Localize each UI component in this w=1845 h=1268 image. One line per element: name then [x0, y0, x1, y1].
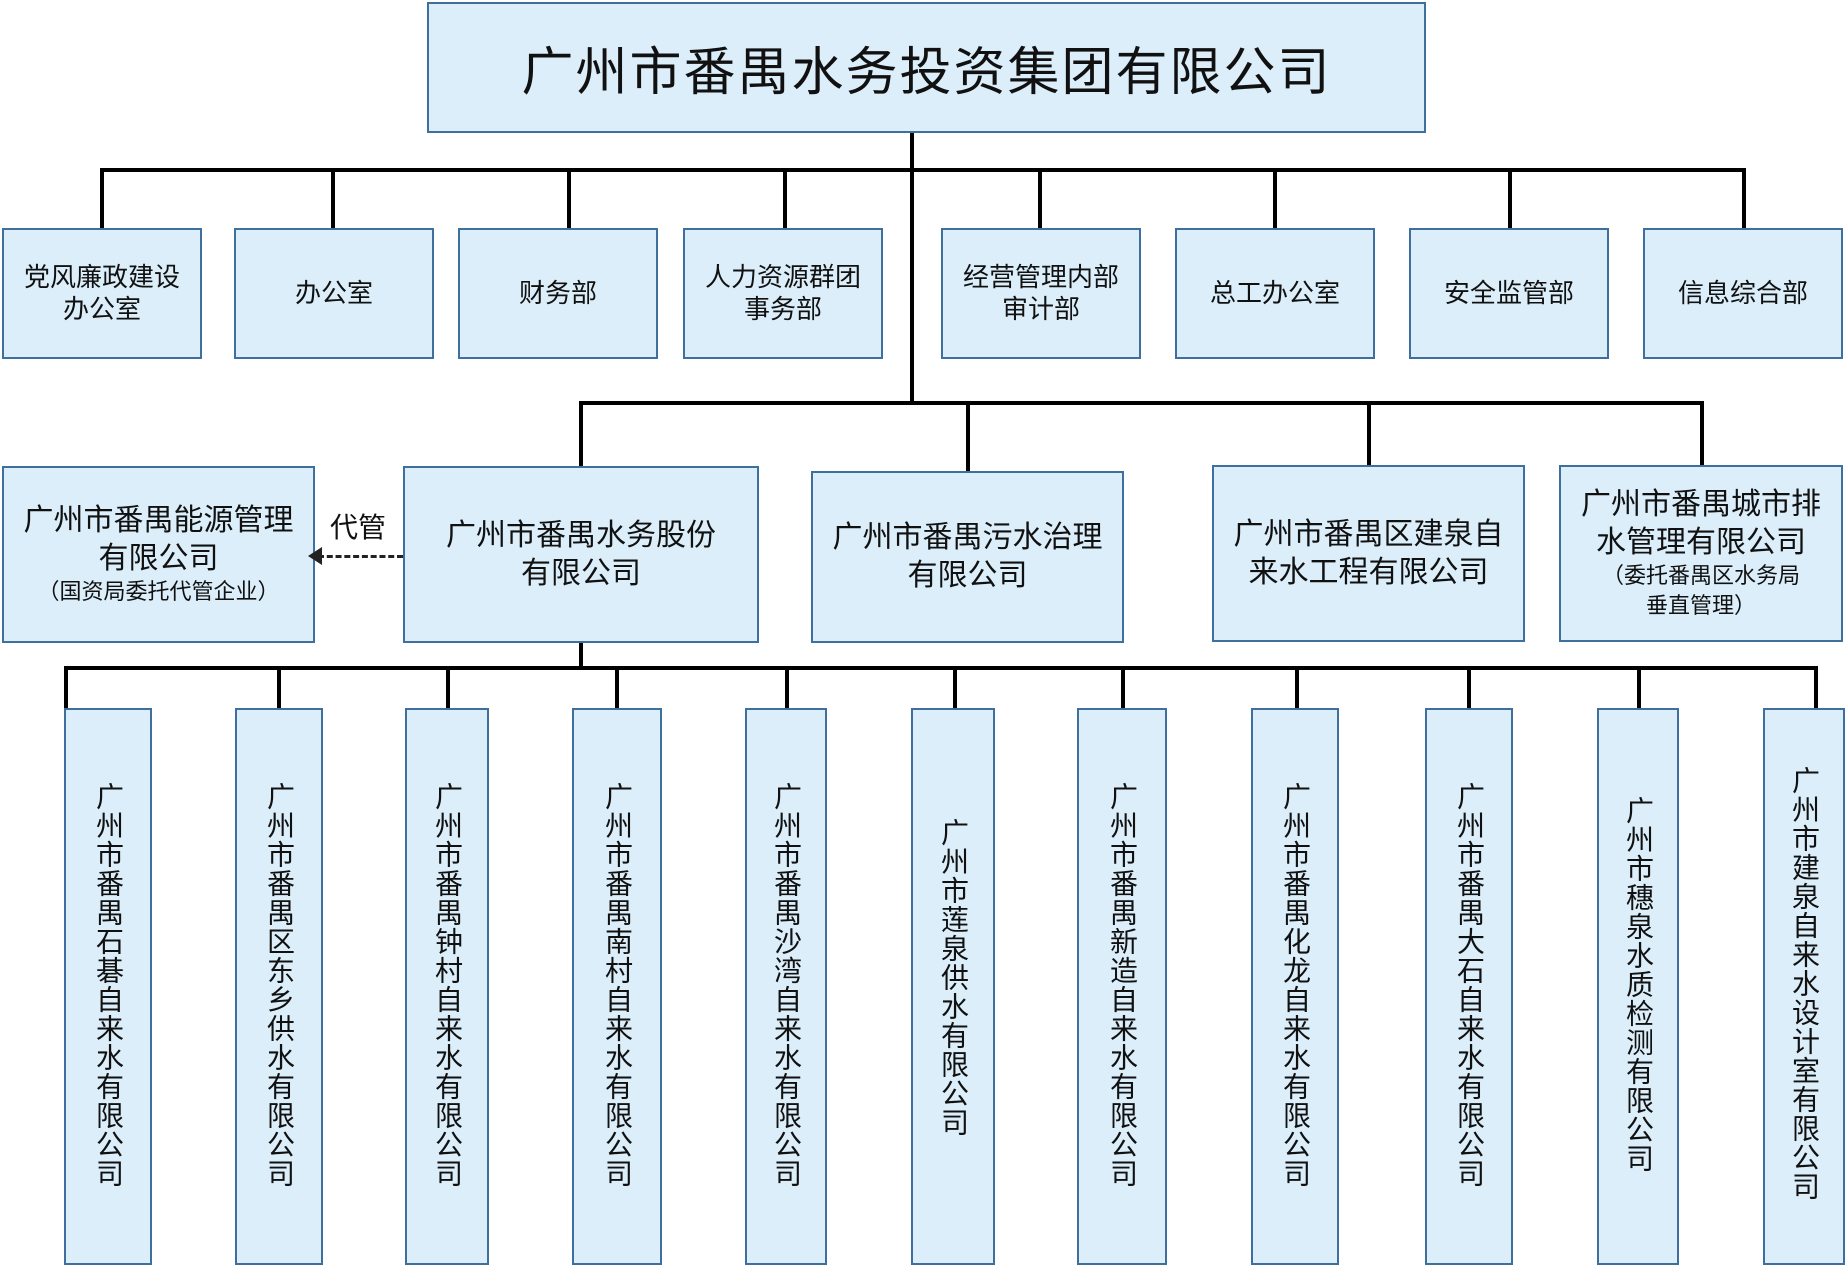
connector-dept-drop: [100, 168, 104, 228]
connector-subsidiary-drop: [953, 666, 957, 708]
company-box: 广州市番禺区建泉自 来水工程有限公司: [1212, 465, 1525, 642]
department-name-line: 信息综合部: [1677, 278, 1808, 309]
department-name-line: 人力资源群团: [704, 262, 861, 293]
company-name-line: 广州市番禺水务股份: [446, 517, 716, 553]
dashed-arrow-line: [318, 555, 403, 558]
connector-company-drop: [579, 401, 583, 466]
company-note-line: 垂直管理）: [1645, 593, 1756, 619]
managed-company-box: 广州市番禺能源管理 有限公司 （国资局委托代管企业）: [2, 466, 315, 643]
department-name-line: 办公室: [62, 294, 141, 325]
department-box: 信息综合部: [1643, 228, 1843, 359]
top-company-box: 广州市番禺水务投资集团有限公司: [427, 2, 1426, 133]
connector-subsidiary-drop: [446, 666, 450, 708]
company-name-line: 水管理有限公司: [1596, 524, 1806, 560]
subsidiary-name: 广州市番禺南村自来水有限公司: [601, 782, 634, 1188]
department-name-line: 财务部: [518, 278, 597, 309]
connector-dept-drop: [567, 168, 571, 228]
connector-dept-drop: [1273, 168, 1277, 228]
company-name-line: 有限公司: [907, 558, 1028, 593]
company-name-line: 广州市番禺污水治理: [832, 520, 1103, 555]
department-name-line: 安全监管部: [1443, 278, 1574, 309]
connector-subsidiary-drop: [1637, 666, 1641, 708]
connector-company-drop: [1700, 401, 1704, 465]
connector-dept-drop: [331, 168, 335, 228]
subsidiary-name: 广州市番禺新造自来水有限公司: [1106, 782, 1139, 1188]
subsidiary-box: 广州市番禺区东乡供水有限公司: [235, 708, 323, 1265]
company-name-line: 广州市番禺城市排: [1581, 486, 1821, 522]
subsidiary-box: 广州市番禺沙湾自来水有限公司: [745, 708, 827, 1265]
department-box: 经营管理内部 审计部: [941, 228, 1141, 359]
department-box: 总工办公室: [1175, 228, 1375, 359]
company-box: 广州市番禺城市排 水管理有限公司 （委托番禺区水务局 垂直管理）: [1559, 465, 1843, 642]
department-name-line: 办公室: [294, 278, 373, 309]
subsidiary-name: 广州市番禺石碁自来水有限公司: [92, 782, 125, 1188]
subsidiary-name: 广州市番禺区东乡供水有限公司: [263, 782, 296, 1188]
top-company-name: 广州市番禺水务投资集团有限公司: [521, 43, 1332, 103]
connector-company-drop: [1367, 401, 1371, 465]
connector-subsidiary-drop: [1295, 666, 1299, 708]
subsidiary-name: 广州市番禺化龙自来水有限公司: [1279, 782, 1312, 1188]
department-name-line: 经营管理内部: [962, 262, 1119, 293]
subsidiary-box: 广州市建泉自来水设计室有限公司: [1763, 708, 1845, 1265]
connector-subsidiary-drop: [1121, 666, 1125, 708]
connector-subsidiary-drop: [615, 666, 619, 708]
connector-subsidiary-drop: [785, 666, 789, 708]
connector-dept-drop: [1038, 168, 1042, 228]
subsidiary-box: 广州市莲泉供水有限公司: [911, 708, 995, 1265]
department-box: 安全监管部: [1409, 228, 1609, 359]
connector-subsidiary-drop: [1814, 666, 1818, 708]
department-box: 办公室: [234, 228, 434, 359]
subsidiary-name: 广州市番禺钟村自来水有限公司: [431, 782, 464, 1188]
department-box: 财务部: [458, 228, 658, 359]
connector-subsidiary-trunk: [579, 640, 583, 668]
managed-company-note: （国资局委托代管企业）: [37, 579, 280, 605]
department-name-line: 审计部: [1001, 294, 1080, 325]
subsidiary-box: 广州市番禺石碁自来水有限公司: [64, 708, 152, 1265]
connector-subsidiaries-bar: [64, 666, 1818, 670]
connector-companies-bar: [579, 401, 1704, 405]
department-name-line: 总工办公室: [1209, 278, 1340, 309]
connector-dept-drop: [783, 168, 787, 228]
company-box: 广州市番禺污水治理 有限公司: [811, 471, 1124, 643]
department-box: 党风廉政建设 办公室: [2, 228, 202, 359]
subsidiary-box: 广州市番禺化龙自来水有限公司: [1251, 708, 1339, 1265]
subsidiary-name: 广州市穗泉水质检测有限公司: [1622, 796, 1655, 1173]
department-box: 人力资源群团 事务部: [683, 228, 883, 359]
connector-company-drop: [966, 401, 970, 471]
subsidiary-name: 广州市番禺大石自来水有限公司: [1453, 782, 1486, 1188]
company-box: 广州市番禺水务股份 有限公司: [403, 466, 759, 643]
managed-company-name-line: 广州市番禺能源管理: [23, 502, 294, 538]
connector-subsidiary-drop: [1467, 666, 1471, 708]
connector-dept-drop: [1742, 168, 1746, 228]
department-name-line: 党风廉政建设: [23, 262, 180, 293]
managed-company-name-line: 有限公司: [98, 540, 219, 576]
connector-subsidiary-drop: [64, 666, 68, 710]
subsidiary-box: 广州市番禺钟村自来水有限公司: [405, 708, 489, 1265]
connector-subsidiary-drop: [277, 666, 281, 708]
subsidiary-box: 广州市番禺南村自来水有限公司: [572, 708, 662, 1265]
connector-dept-drop: [1508, 168, 1512, 228]
connector-departments-bar: [100, 168, 1745, 172]
subsidiary-name: 广州市番禺沙湾自来水有限公司: [770, 782, 803, 1188]
subsidiary-name: 广州市建泉自来水设计室有限公司: [1788, 766, 1821, 1201]
company-note-line: （委托番禺区水务局: [1601, 563, 1800, 589]
department-name-line: 事务部: [743, 294, 822, 325]
arrow-left-icon: [308, 547, 322, 565]
subsidiary-box: 广州市穗泉水质检测有限公司: [1597, 708, 1679, 1265]
company-name-line: 广州市番禺区建泉自: [1233, 516, 1504, 552]
company-name-line: 有限公司: [521, 555, 641, 591]
subsidiary-name: 广州市莲泉供水有限公司: [937, 818, 970, 1137]
relation-label-daiguan: 代管: [330, 511, 387, 544]
company-name-line: 来水工程有限公司: [1248, 554, 1489, 590]
subsidiary-box: 广州市番禺大石自来水有限公司: [1425, 708, 1513, 1265]
connector-top-trunk: [910, 131, 914, 401]
subsidiary-box: 广州市番禺新造自来水有限公司: [1077, 708, 1167, 1265]
